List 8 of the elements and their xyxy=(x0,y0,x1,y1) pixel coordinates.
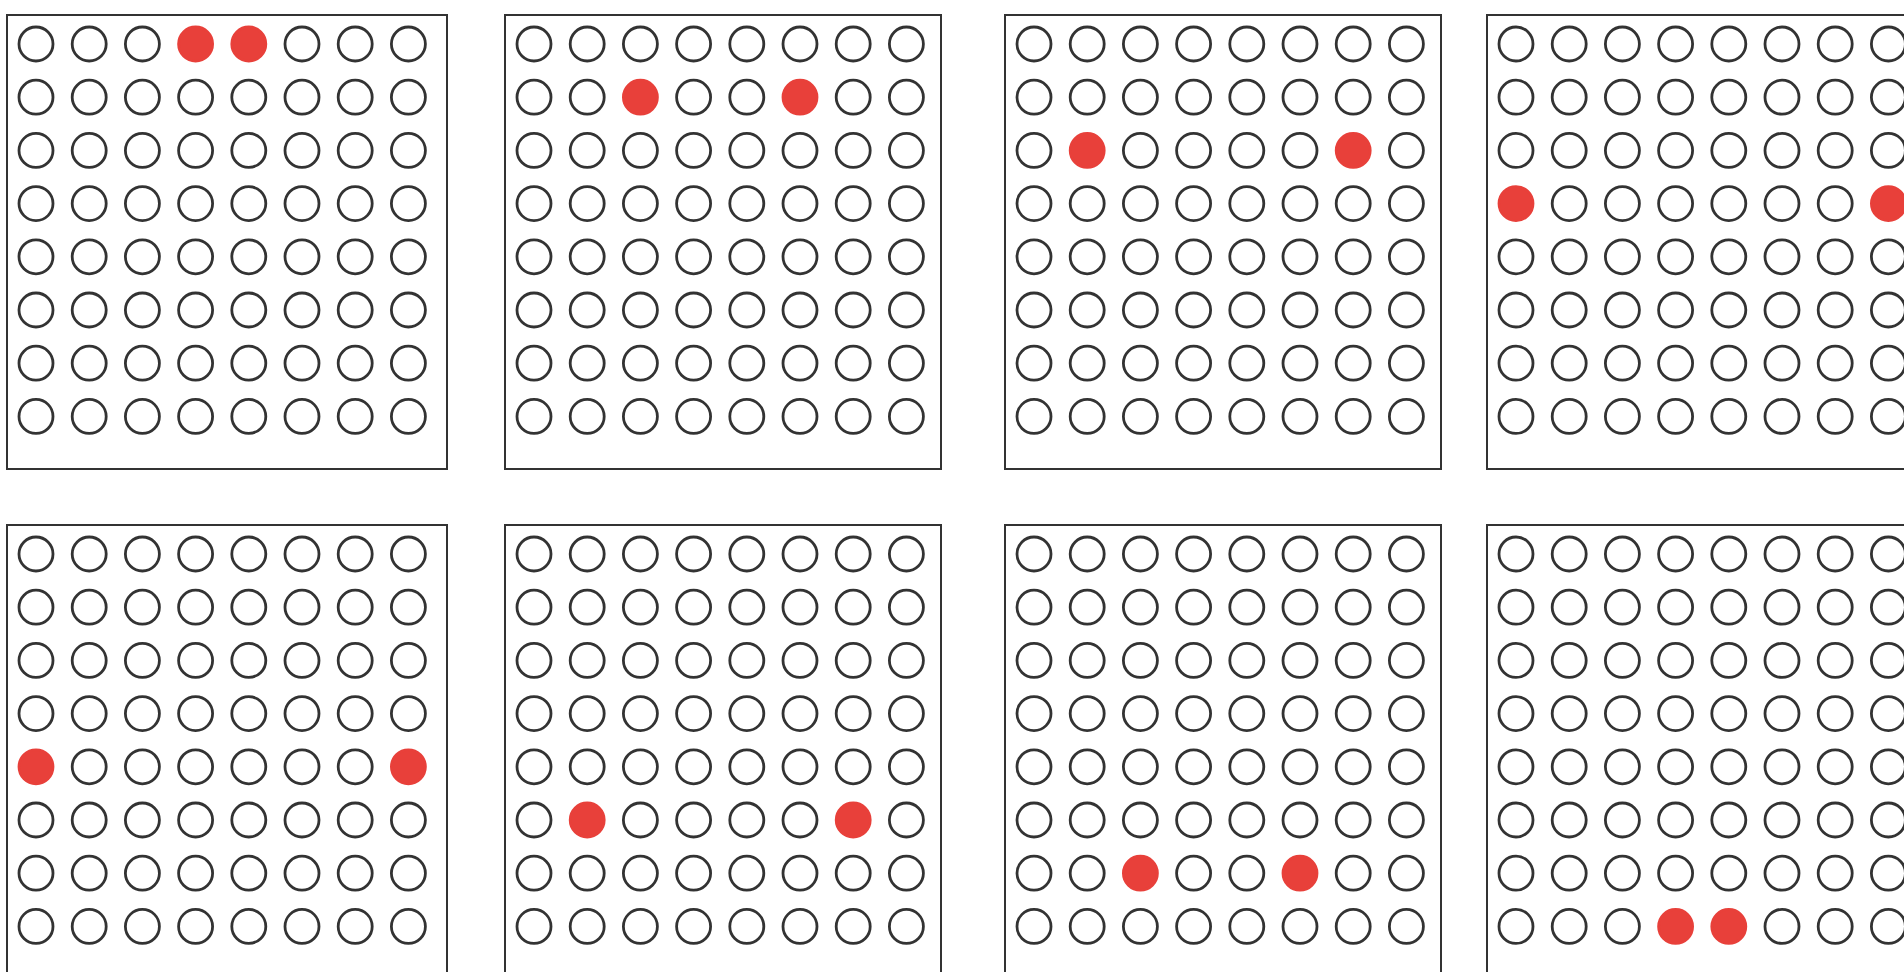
led-matrix-panel xyxy=(1486,524,1904,972)
led-matrix-panel xyxy=(1004,524,1442,972)
led-matrix-panel xyxy=(6,14,448,470)
led-matrix-panel xyxy=(1004,14,1442,470)
led-matrix-panel xyxy=(6,524,448,972)
led-matrix-panel xyxy=(1486,14,1904,470)
led-matrix-panel xyxy=(504,524,942,972)
led-matrix-panel xyxy=(504,14,942,470)
